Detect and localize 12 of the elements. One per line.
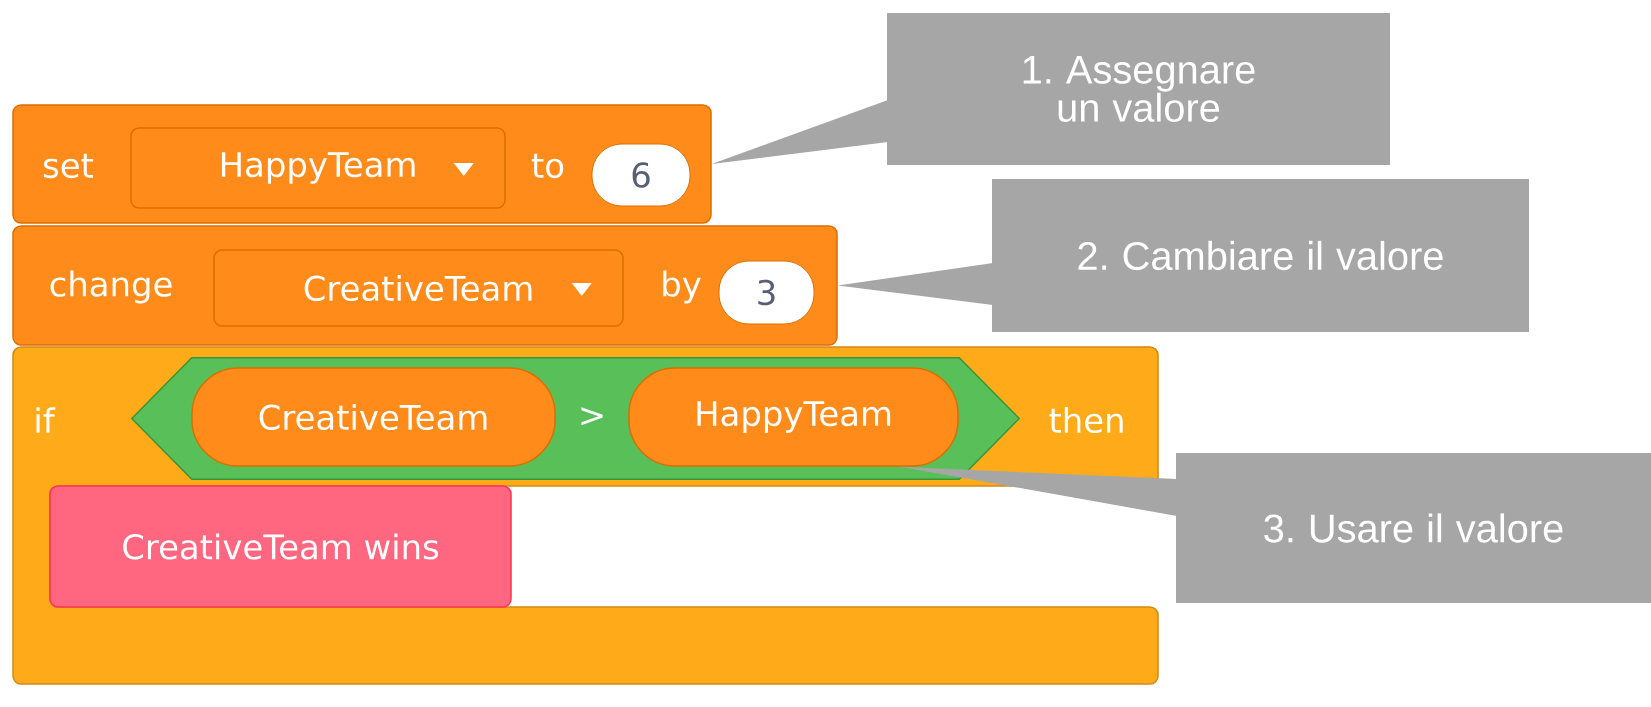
- number-input: 3: [718, 260, 815, 325]
- variable-reporter: CreativeTeam: [191, 367, 556, 467]
- variable-reporter: HappyTeam: [628, 367, 959, 467]
- callout-pointer: [711, 100, 888, 164]
- number-input: 6: [591, 143, 691, 207]
- code-block: CreativeTeam wins: [49, 485, 512, 608]
- callout-box: 3. Usare il valore: [1176, 453, 1651, 603]
- dropdown-menu: HappyTeam: [130, 127, 506, 209]
- dropdown-menu: CreativeTeam: [213, 249, 624, 327]
- callout-pointer: [837, 263, 993, 305]
- callout-box: 2. Cambiare il valore: [992, 179, 1529, 332]
- callout-box: 1. Assegnare un valore: [887, 13, 1390, 165]
